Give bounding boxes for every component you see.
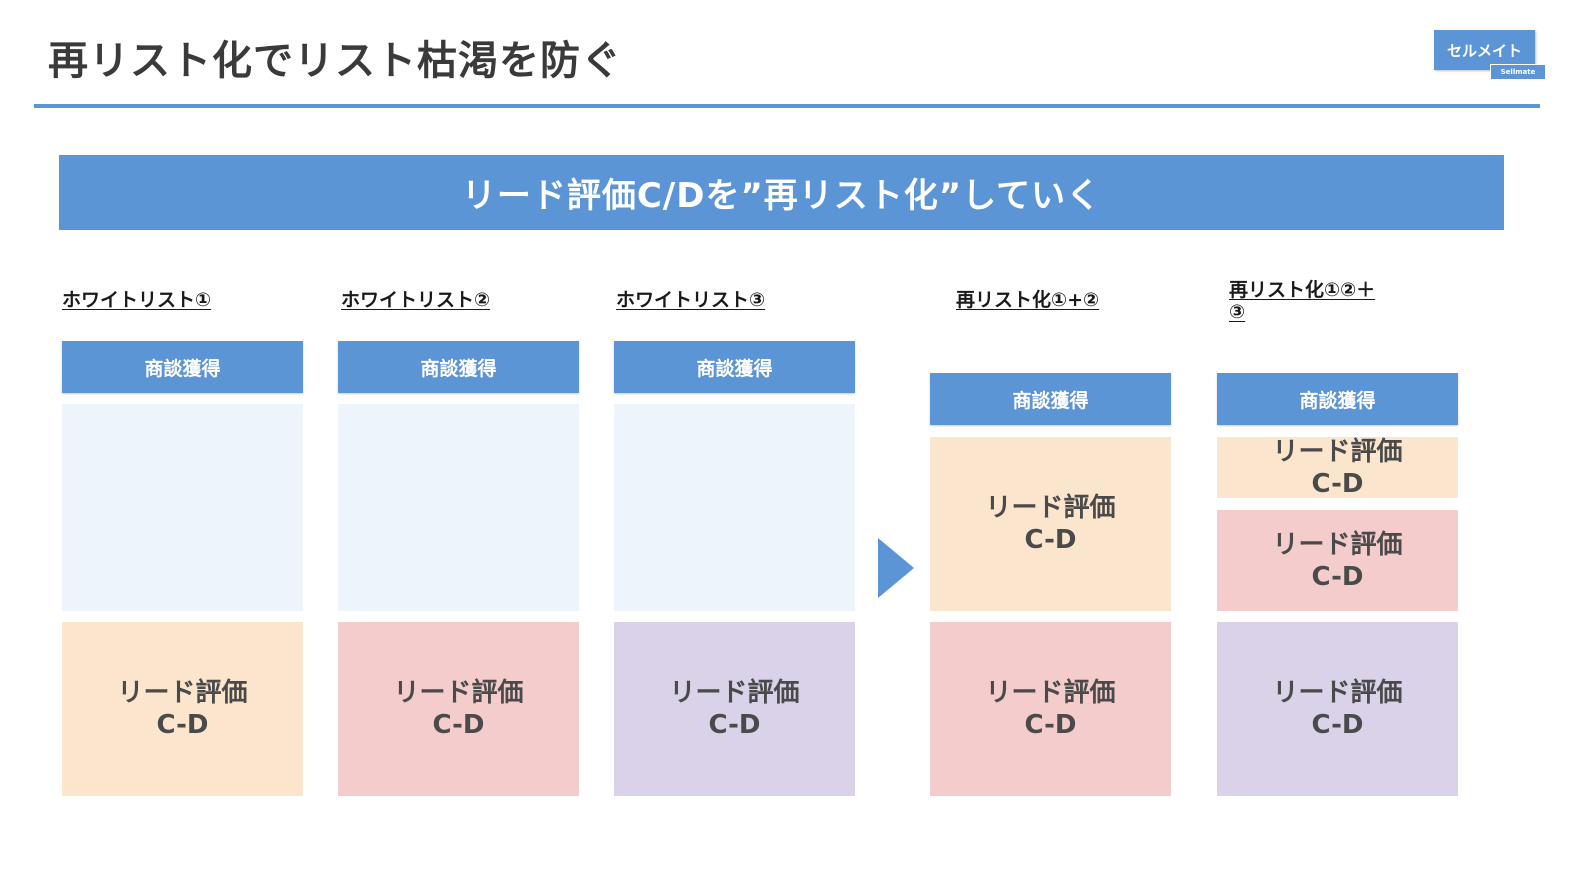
- column-label-whitelist-1: ホワイトリスト①: [62, 289, 212, 311]
- lead-eval-cd-block: リード評価 C-D: [1217, 437, 1458, 499]
- logo-sub-text: Sellmate: [1490, 64, 1546, 80]
- deal-acquired-block: 商談獲得: [338, 341, 579, 393]
- page-title: 再リスト化でリスト枯渇を防ぐ: [48, 38, 622, 84]
- deal-acquired-block: 商談獲得: [614, 341, 855, 393]
- headline-banner: リード評価C/Dを”再リスト化”していく: [59, 155, 1504, 230]
- deal-acquired-block: 商談獲得: [62, 341, 303, 393]
- flow-arrow-icon: [878, 538, 914, 598]
- lead-eval-cd-block: リード評価 C-D: [930, 437, 1171, 611]
- deal-acquired-block: 商談獲得: [930, 373, 1171, 425]
- lead-eval-cd-block: リード評価 C-D: [1217, 622, 1458, 796]
- empty-list-area: [614, 404, 855, 611]
- logo-main-text: セルメイト: [1434, 30, 1535, 70]
- deal-acquired-block: 商談獲得: [1217, 373, 1458, 425]
- empty-list-area: [62, 404, 303, 611]
- lead-eval-cd-block: リード評価 C-D: [1217, 510, 1458, 611]
- column-label-relist-1-2: 再リスト化①+②: [956, 289, 1100, 311]
- lead-eval-cd-block: リード評価 C-D: [62, 622, 303, 796]
- lead-eval-cd-block: リード評価 C-D: [614, 622, 855, 796]
- empty-list-area: [338, 404, 579, 611]
- column-label-relist-1-2-3: 再リスト化①②＋ ③: [1229, 279, 1376, 323]
- column-label-whitelist-2: ホワイトリスト②: [341, 289, 491, 311]
- lead-eval-cd-block: リード評価 C-D: [338, 622, 579, 796]
- column-label-whitelist-3: ホワイトリスト③: [616, 289, 766, 311]
- title-divider: [34, 104, 1540, 108]
- company-logo: セルメイト Sellmate: [1434, 30, 1546, 80]
- lead-eval-cd-block: リード評価 C-D: [930, 622, 1171, 796]
